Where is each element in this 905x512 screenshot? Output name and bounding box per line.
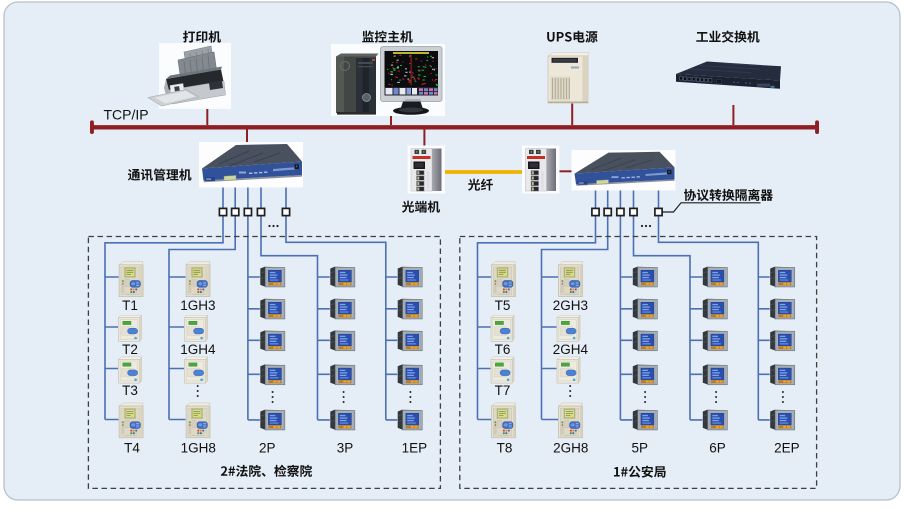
svg-text:T6: T6 [495, 342, 511, 357]
svg-text:6P: 6P [709, 441, 726, 456]
svg-text:T3: T3 [122, 383, 138, 398]
svg-text:T5: T5 [495, 298, 511, 313]
svg-text:T2: T2 [122, 342, 138, 357]
svg-text:3P: 3P [337, 441, 354, 456]
svg-text:5P: 5P [632, 441, 649, 456]
svg-text:2EP: 2EP [774, 441, 800, 456]
svg-text:TCP/IP: TCP/IP [104, 107, 149, 123]
svg-text:2GH4: 2GH4 [553, 342, 589, 357]
svg-text:2GH3: 2GH3 [553, 298, 588, 313]
svg-text:T8: T8 [497, 441, 513, 456]
svg-text:1GH3: 1GH3 [180, 298, 215, 313]
svg-text:T7: T7 [495, 383, 511, 398]
svg-text:T4: T4 [124, 441, 140, 456]
svg-text:T1: T1 [122, 298, 138, 313]
svg-text:2GH8: 2GH8 [553, 441, 588, 456]
svg-text:2P: 2P [259, 441, 276, 456]
svg-text:1GH8: 1GH8 [181, 441, 216, 456]
svg-text:1GH4: 1GH4 [180, 342, 216, 357]
svg-text:1EP: 1EP [402, 441, 428, 456]
